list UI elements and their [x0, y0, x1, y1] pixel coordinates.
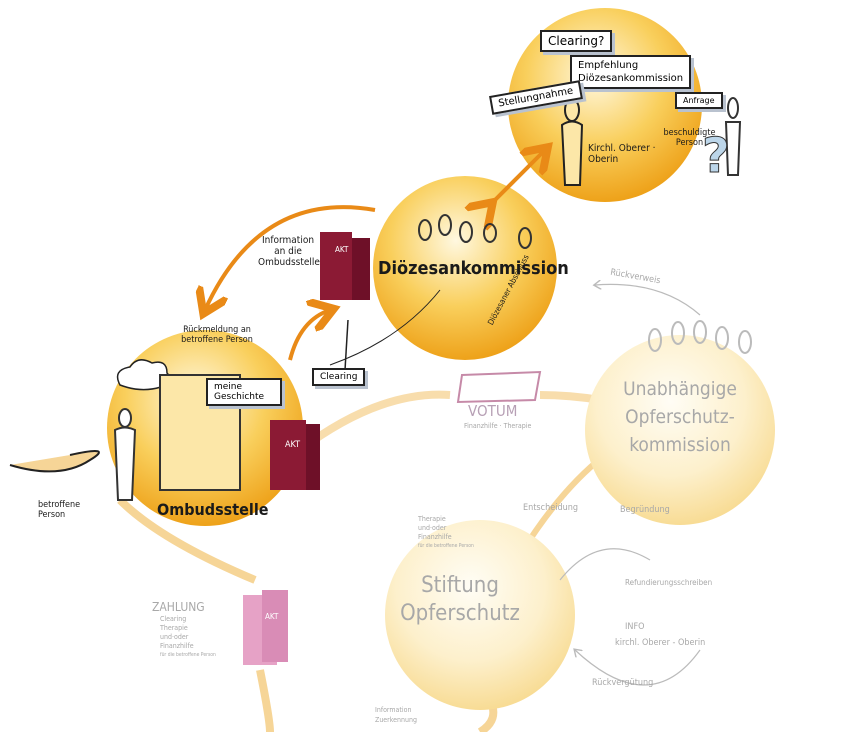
ombud-title: Ombudsstelle	[157, 500, 269, 519]
label-information-zuerkennung: Information Zuerkennung	[375, 705, 417, 725]
bubble-clearing: Clearing?	[540, 30, 613, 52]
therapie-line2: und·oder	[418, 524, 447, 532]
label-begruendung: Begründung	[620, 505, 670, 515]
label-rueckverguetung: Rückvergütung	[592, 678, 654, 688]
dioezesan-title: Diözesankommission	[378, 258, 569, 279]
label-rueckmeldung: Rückmeldung an betroffene Person	[181, 325, 253, 345]
therapie-line4: für die betroffene Person	[418, 543, 474, 549]
binder-akt-ombud	[270, 420, 320, 490]
circle-uok	[585, 335, 775, 525]
arrow-rueckverguetung	[575, 650, 701, 686]
binder-akt-pale	[243, 590, 288, 665]
uok-title-line1: Unabhängige	[623, 378, 737, 400]
binder-akt-dioezesan	[320, 232, 370, 300]
votum-title: VOTUM	[468, 402, 518, 420]
commission-group-figures	[418, 214, 532, 249]
zahlung-line2: Therapie	[160, 624, 188, 632]
label-entscheidung: Entscheidung	[523, 503, 579, 513]
bubble-empfehlung-line2: Diözesankommission	[578, 73, 684, 84]
bubble-empfehlung-line1: Empfehlung	[578, 60, 639, 71]
pale-arrow-ombud-votum	[297, 390, 451, 454]
label-kirchl-oberer: Kirchl. Oberer · Oberin	[588, 143, 656, 165]
uok-title-line3: kommission	[629, 434, 731, 456]
zahlung-details: Clearing Therapie und·oder Finanzhilfe f…	[160, 615, 216, 660]
uok-group-figures	[648, 320, 752, 354]
uok-title: Unabhängige Opferschutz- kommission	[620, 375, 740, 459]
pale-arrow-zahlung	[117, 497, 257, 584]
label-kirchl-oberer-pale: kirchl. Oberer - Oberin	[615, 638, 706, 648]
label-info: INFO	[625, 622, 645, 632]
label-therapie-finanzhilfe: Therapie und·oder Finanzhilfe für die be…	[418, 515, 474, 551]
arrow-clearing	[344, 319, 349, 371]
label-info-ombudsstelle: Information an die Ombudsstelle	[258, 235, 320, 268]
stiftung-title-line2: Opferschutz	[400, 601, 520, 626]
bubble-meine-geschichte: meine Geschichte	[206, 378, 282, 406]
label-refundierungsschreiben: Refundierungsschreiben	[625, 578, 713, 587]
bubble-clearing-ombud: Clearing	[312, 368, 366, 386]
stiftung-title: Stiftung Opferschutz	[400, 572, 520, 628]
circle-stiftung	[385, 520, 575, 710]
bubble-anfrage: Anfrage	[675, 92, 723, 109]
pale-arrow-akt	[256, 669, 274, 732]
arrow-ombud-dioezesan	[288, 310, 330, 361]
zahlung-line1: Clearing	[160, 615, 187, 623]
label-beschuldigte-person: beschuldigte Person	[663, 128, 716, 148]
votum-sub: Finanzhilfe · Therapie	[464, 422, 532, 430]
uok-title-line2: Opferschutz-	[625, 406, 735, 428]
arrow-rueckverweis	[595, 284, 701, 316]
binder-akt-label-3: AKT	[265, 612, 279, 621]
zahlung-line5: für die betroffene Person	[160, 652, 216, 658]
oberer-figure	[560, 98, 584, 186]
label-betroffene-person: betroffene Person	[38, 500, 81, 520]
binder-akt-label-1: AKT	[335, 245, 349, 254]
thought-cloud	[116, 359, 172, 391]
zahlung-line3: und·oder	[160, 633, 189, 641]
info-line1: Information	[375, 706, 412, 714]
zahlung-line4: Finanzhilfe	[160, 642, 194, 650]
info-line2: Zuerkennung	[375, 716, 418, 724]
votum-book	[456, 370, 542, 404]
zahlung-title: ZAHLUNG	[152, 600, 205, 614]
therapie-line3: Finanzhilfe	[418, 533, 452, 541]
question-mark-icon: ?	[702, 128, 730, 184]
binder-akt-label-2: AKT	[285, 440, 301, 450]
stiftung-title-line1: Stiftung	[421, 573, 499, 598]
arrow-dioezesan-ombud	[205, 205, 376, 310]
betroffene-person-figure	[113, 408, 137, 501]
beschuldigte-figure	[724, 97, 742, 176]
therapie-line1: Therapie	[418, 515, 446, 523]
arrow-dioezesan-top	[490, 150, 545, 205]
road	[9, 450, 100, 473]
